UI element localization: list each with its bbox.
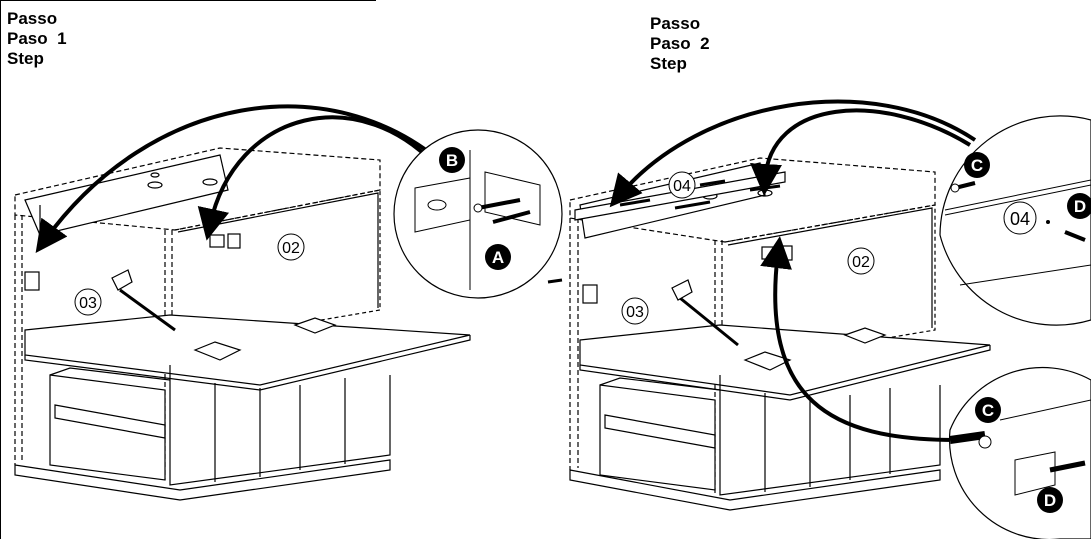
callout-a: A xyxy=(485,244,511,270)
step-1-line-passo: Passo xyxy=(7,9,58,28)
step-1-heading: Passo Paso 1 Step xyxy=(7,9,67,69)
step-2-part-02: 02 xyxy=(847,247,875,275)
callout-a-label: A xyxy=(492,248,504,267)
callout-c-top-label: C xyxy=(971,156,983,175)
step-2-arrow-bottom xyxy=(760,236,956,442)
step-2-line-step: Step xyxy=(650,54,687,73)
step-2-detail-part-04: 04 xyxy=(1003,201,1037,235)
step-2-detail-part-04-label: 04 xyxy=(1010,209,1030,229)
callout-c-bottom-label: C xyxy=(982,401,994,420)
step-1-cabinet xyxy=(14,147,471,501)
step-2-part-04: 04 xyxy=(668,171,696,199)
step-1-line-step: Step xyxy=(7,49,44,68)
callout-d-bottom-label: D xyxy=(1044,491,1056,510)
callout-b: B xyxy=(439,147,465,173)
step-1-detail-circle xyxy=(393,129,563,299)
callout-d-top: D xyxy=(1067,193,1091,219)
callout-b-label: B xyxy=(446,151,458,170)
frame-top-rule xyxy=(0,0,376,1)
callout-c-top: C xyxy=(964,152,990,178)
step-1-arrow-a xyxy=(197,115,442,241)
step-1-part-03: 03 xyxy=(74,288,102,316)
step-2-line-paso: Paso 2 xyxy=(650,34,710,53)
step-2-detail-circle-bottom xyxy=(948,366,1091,539)
step-1-line-paso: Paso 1 xyxy=(7,29,67,48)
step-2-part-03: 03 xyxy=(621,297,649,325)
step-2-arrow-d-top xyxy=(750,108,972,196)
step-1-part-02-label: 02 xyxy=(282,240,300,257)
step-1-part-02: 02 xyxy=(277,233,305,261)
step-2-heading: Passo Paso 2 Step xyxy=(650,14,710,74)
step-2-part-03-label: 03 xyxy=(626,304,644,321)
callout-c-bottom: C xyxy=(975,397,1001,423)
step-1-part-03-label: 03 xyxy=(79,295,97,312)
callout-d-bottom: D xyxy=(1037,487,1063,513)
step-2-arrow-c-top xyxy=(609,99,977,208)
step-2-part-02-label: 02 xyxy=(852,254,870,271)
step-2-cabinet xyxy=(547,157,991,511)
frame-left-rule xyxy=(0,0,1,539)
step-2-part-04-label: 04 xyxy=(673,178,691,195)
callout-d-top-label: D xyxy=(1074,197,1086,216)
step-2-line-passo: Passo xyxy=(650,14,701,33)
